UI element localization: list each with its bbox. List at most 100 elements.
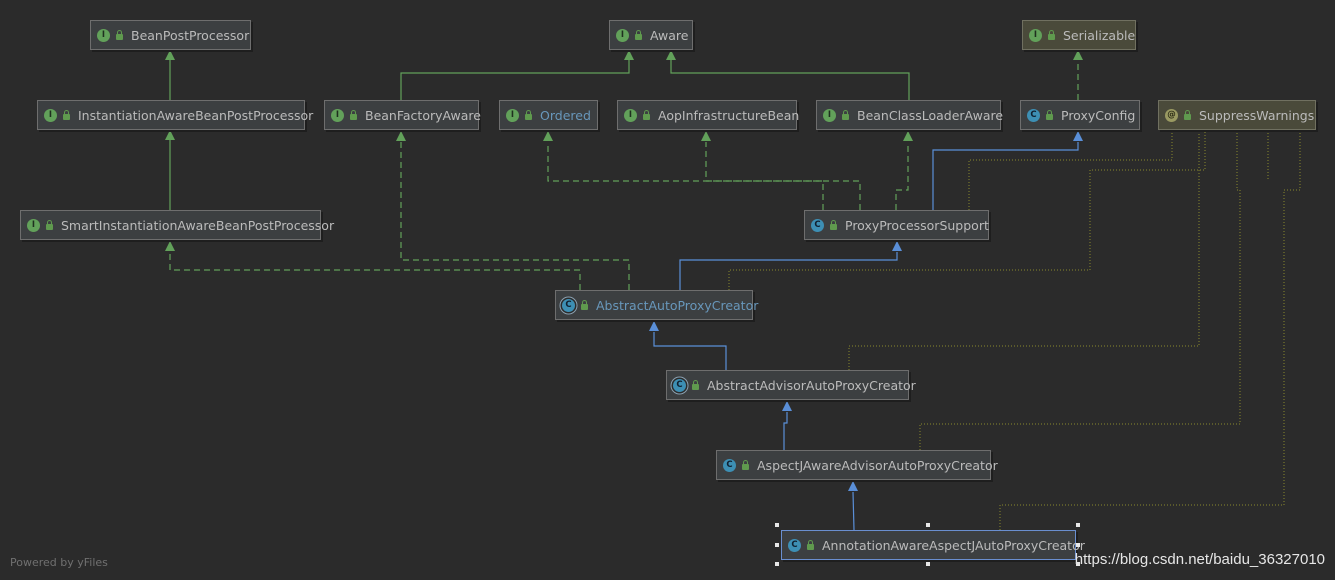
class-icon: C	[723, 458, 736, 472]
edge-implements	[895, 142, 909, 210]
interface-icon: I	[616, 28, 629, 42]
node-label: AbstractAdvisorAutoProxyCreator	[707, 377, 916, 393]
lock-icon	[635, 30, 642, 40]
arrow-head	[782, 401, 792, 411]
arrow-head	[165, 130, 175, 140]
lock-icon	[63, 110, 70, 120]
node-proxy-processor-support[interactable]: C ProxyProcessorSupport	[804, 210, 989, 240]
arrow-head	[624, 50, 634, 60]
edge-extends	[670, 52, 910, 100]
arrow-head	[903, 131, 913, 141]
powered-by-footer: Powered by yFiles	[10, 556, 108, 569]
node-suppress-warnings[interactable]: @ SuppressWarnings	[1158, 100, 1316, 130]
lock-icon	[525, 110, 532, 120]
arrow-head	[701, 131, 711, 141]
interface-icon: I	[1029, 28, 1042, 42]
node-smart-instantiation-aware-bpp[interactable]: I SmartInstantiationAwareBeanPostProcess…	[20, 210, 334, 240]
lock-icon	[692, 380, 699, 390]
selection-handle[interactable]	[926, 523, 930, 527]
node-label: Ordered	[540, 107, 591, 123]
interface-icon: I	[823, 108, 836, 122]
node-abstract-advisor-auto-proxy-creator[interactable]: C AbstractAdvisorAutoProxyCreator	[666, 370, 916, 400]
lock-icon	[1184, 110, 1191, 120]
lock-icon	[116, 30, 123, 40]
interface-icon: I	[44, 108, 57, 122]
interface-icon: I	[97, 28, 110, 42]
edge-implements	[400, 142, 630, 290]
node-label: SmartInstantiationAwareBeanPostProcessor	[61, 217, 335, 233]
lock-icon	[830, 220, 837, 230]
lock-icon	[742, 460, 749, 470]
node-label: SuppressWarnings	[1199, 107, 1315, 123]
selection-handle[interactable]	[1076, 562, 1080, 566]
edge-implements	[705, 142, 824, 210]
lock-icon	[643, 110, 650, 120]
node-label: ProxyConfig	[1061, 107, 1136, 123]
selection-handle[interactable]	[775, 543, 779, 547]
node-aware[interactable]: I Aware	[609, 20, 693, 50]
edge-extends-class	[852, 491, 855, 531]
edge-implements	[547, 142, 861, 210]
interface-icon: I	[331, 108, 344, 122]
node-annotation-aware-aspectj-auto-proxy-creator[interactable]: C AnnotationAwareAspectJAutoProxyCreator	[781, 530, 1085, 560]
node-label: Serializable	[1063, 27, 1136, 43]
abstract-class-icon: C	[562, 298, 575, 312]
edge-annotation	[919, 130, 1241, 450]
arrow-head	[543, 131, 553, 141]
arrow-head	[1073, 50, 1083, 60]
interface-icon: I	[27, 218, 40, 232]
node-label: BeanFactoryAware	[365, 107, 481, 123]
node-bean-post-processor[interactable]: I BeanPostProcessor	[90, 20, 251, 50]
lock-icon	[46, 220, 53, 230]
arrow-head	[666, 50, 676, 60]
selection-handle[interactable]	[775, 562, 779, 566]
edge-extends-class	[653, 332, 727, 370]
lock-icon	[842, 110, 849, 120]
arrow-head	[165, 241, 175, 251]
lock-icon	[1046, 110, 1053, 120]
edge-extends-class	[932, 142, 1079, 210]
node-label: BeanPostProcessor	[131, 27, 250, 43]
arrow-head	[848, 481, 858, 491]
lock-icon	[1048, 30, 1055, 40]
selection-handle[interactable]	[926, 562, 930, 566]
selection-handle[interactable]	[1076, 543, 1080, 547]
class-icon: C	[788, 538, 801, 552]
node-ordered[interactable]: I Ordered	[499, 100, 598, 130]
lock-icon	[350, 110, 357, 120]
edge-extends-class	[679, 252, 898, 290]
arrow-head	[165, 50, 175, 60]
edge-extends-class	[783, 412, 788, 450]
selection-handle[interactable]	[775, 523, 779, 527]
watermark-url: https://blog.csdn.net/baidu_36327010	[1074, 551, 1325, 568]
node-aspectj-aware-advisor-auto-proxy-creator[interactable]: C AspectJAwareAdvisorAutoProxyCreator	[716, 450, 998, 480]
lock-icon	[807, 540, 814, 550]
node-label: AopInfrastructureBean	[658, 107, 800, 123]
selection-handle[interactable]	[1076, 523, 1080, 527]
node-serializable[interactable]: I Serializable	[1022, 20, 1136, 50]
interface-icon: I	[624, 108, 637, 122]
node-label: AbstractAutoProxyCreator	[596, 297, 759, 313]
edge-implements	[169, 252, 581, 290]
abstract-class-icon: C	[673, 378, 686, 392]
node-label: ProxyProcessorSupport	[845, 217, 989, 233]
edge-annotation	[848, 130, 1200, 370]
node-label: Aware	[650, 27, 689, 43]
node-bean-class-loader-aware[interactable]: I BeanClassLoaderAware	[816, 100, 1004, 130]
arrow-head	[396, 131, 406, 141]
node-label: AspectJAwareAdvisorAutoProxyCreator	[757, 457, 998, 473]
node-label: BeanClassLoaderAware	[857, 107, 1004, 123]
interface-icon: I	[506, 108, 519, 122]
node-instantiation-aware-bpp[interactable]: I InstantiationAwareBeanPostProcessor	[37, 100, 313, 130]
node-proxy-config[interactable]: C ProxyConfig	[1020, 100, 1140, 130]
node-abstract-auto-proxy-creator[interactable]: C AbstractAutoProxyCreator	[555, 290, 758, 320]
edge-annotation	[968, 130, 1173, 210]
edge-extends	[400, 52, 630, 100]
arrow-head	[892, 241, 902, 251]
arrow-head	[1073, 131, 1083, 141]
arrow-head	[649, 321, 659, 331]
node-bean-factory-aware[interactable]: I BeanFactoryAware	[324, 100, 481, 130]
node-aop-infrastructure-bean[interactable]: I AopInfrastructureBean	[617, 100, 800, 130]
lock-icon	[581, 300, 588, 310]
